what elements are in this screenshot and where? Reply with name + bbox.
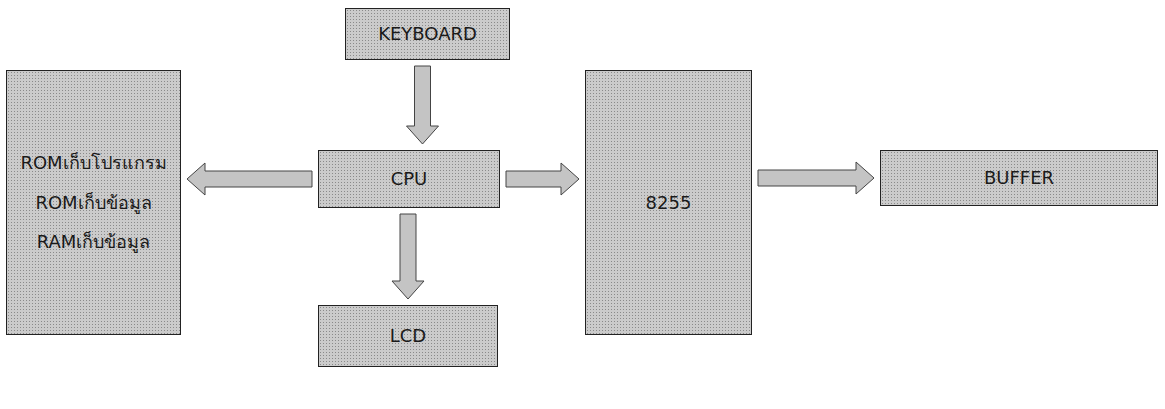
buffer-box: BUFFER (880, 150, 1158, 206)
block-arrow (506, 163, 579, 195)
io-chip-box: 8255 (585, 70, 752, 335)
input-box: KEYBOARD (345, 8, 510, 60)
display-box: LCD (318, 305, 498, 367)
box-label: KEYBOARD (378, 20, 477, 47)
block-arrow (187, 163, 312, 195)
memory-box: ROMเก็บโปรแกรม ROMเก็บข้อมูล RAMเก็บข้อมูล (6, 70, 181, 335)
block-arrow (392, 214, 424, 299)
box-label: ROMเก็บโปรแกรม (20, 149, 166, 176)
box-label: ROMเก็บข้อมูล (35, 189, 151, 216)
cpu-box: CPU (318, 150, 500, 208)
box-label: BUFFER (984, 164, 1054, 191)
box-label: LCD (390, 322, 426, 349)
block-arrow (407, 66, 439, 144)
box-label: CPU (391, 165, 428, 192)
block-arrow (758, 162, 874, 194)
box-label: 8255 (646, 189, 692, 216)
box-label: RAMเก็บข้อมูล (37, 228, 151, 255)
